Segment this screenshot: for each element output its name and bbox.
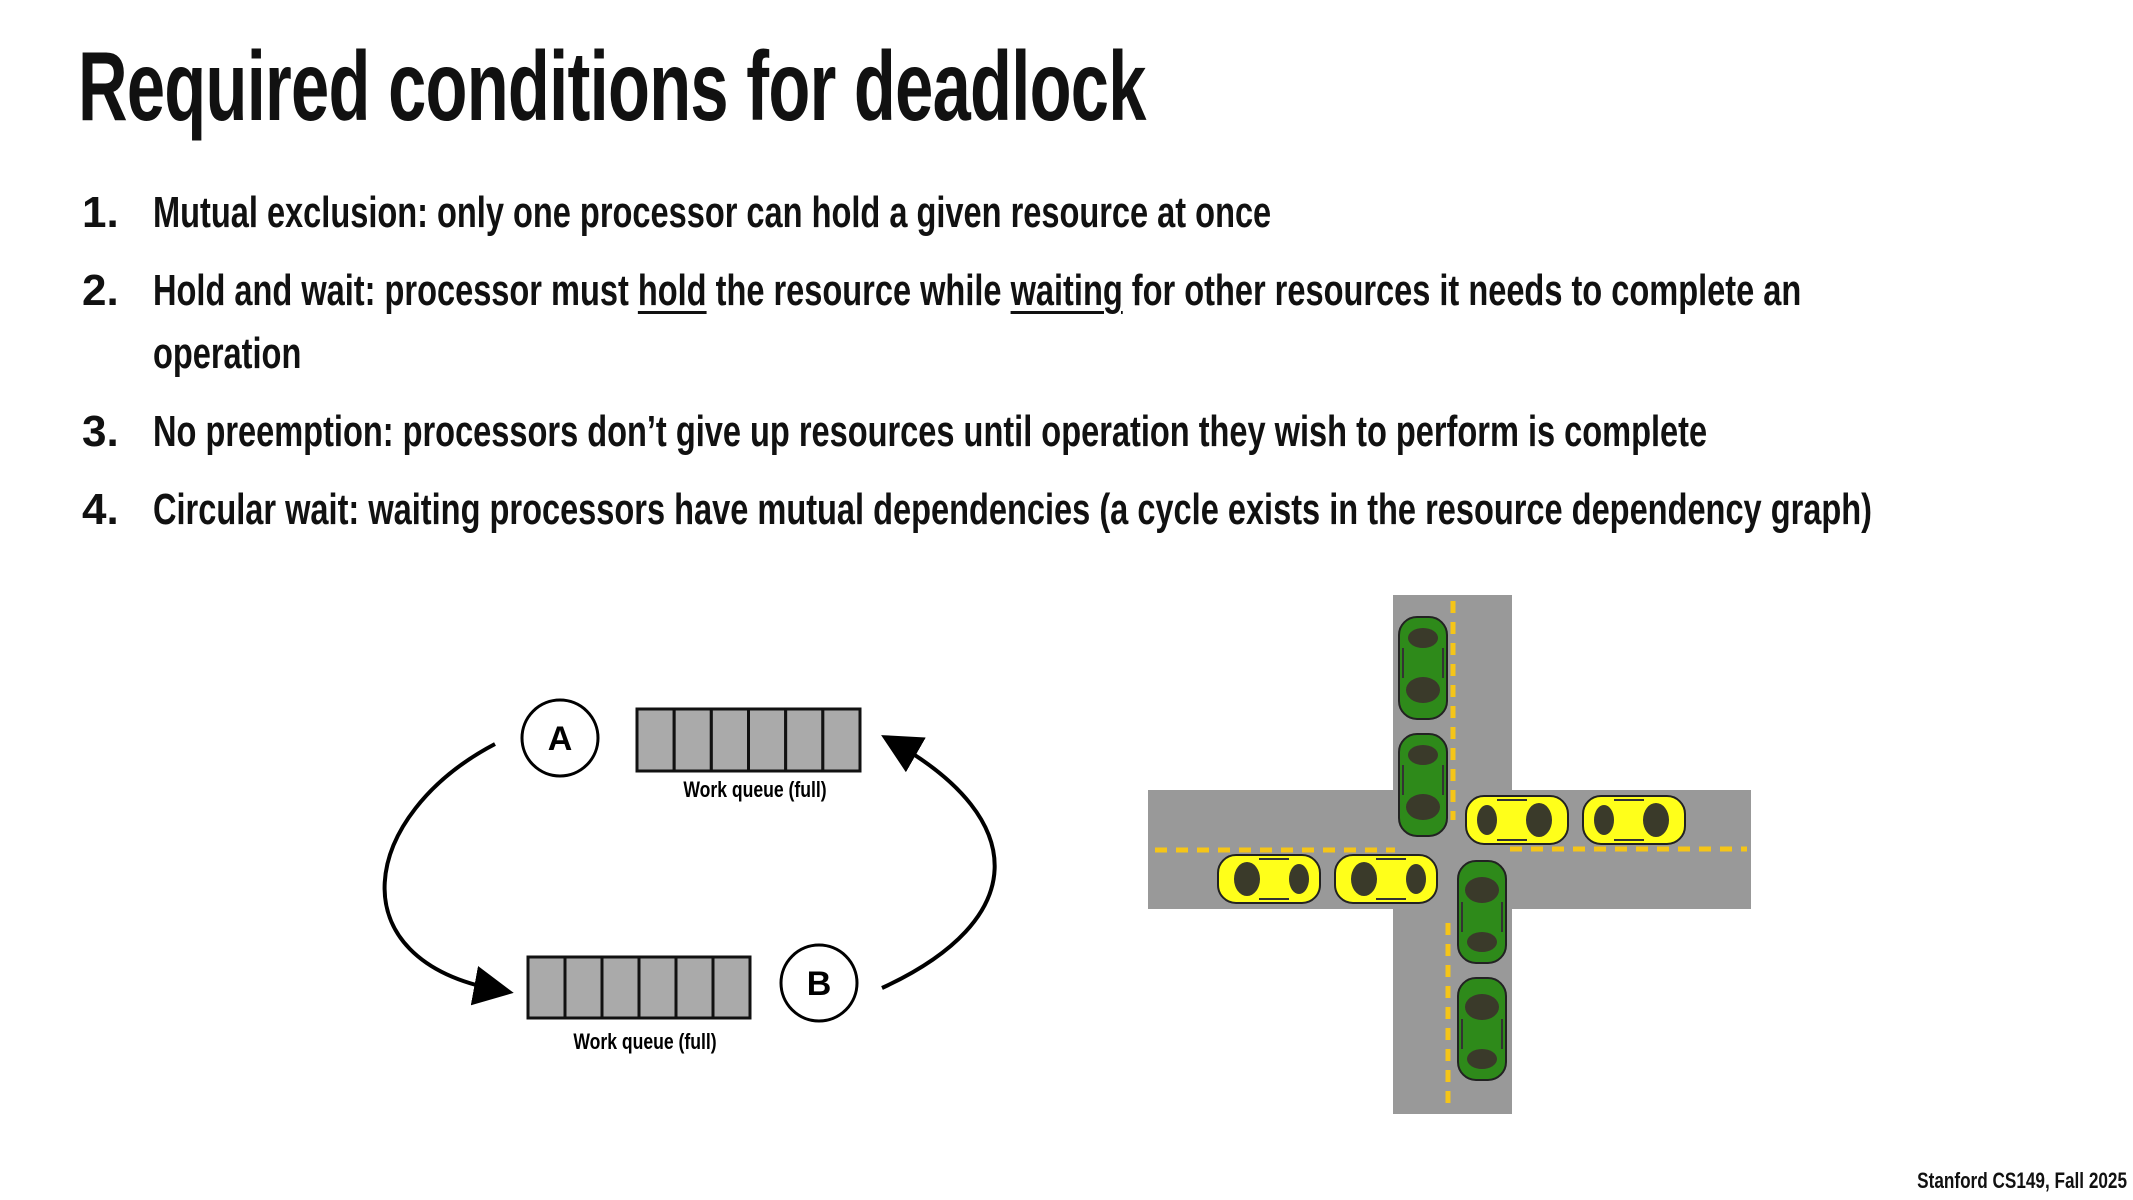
condition-text: Mutual exclusion: only one processor can… (153, 188, 1272, 237)
queue-slot (709, 707, 750, 773)
node-b (779, 943, 859, 1023)
node-b-label: B (807, 965, 832, 1003)
underlined-hold: hold (637, 266, 707, 315)
queue-slot (674, 955, 715, 1020)
yellow-car (1217, 854, 1321, 904)
queue-slot (600, 955, 641, 1020)
yellow-car (1582, 795, 1686, 845)
queue-slot (526, 955, 567, 1020)
condition-number: 2. (82, 266, 119, 315)
yellow-car (1334, 854, 1438, 904)
queue-slot (635, 707, 676, 773)
queue-slot (784, 707, 825, 773)
work-queue-bottom (526, 955, 752, 1020)
footer-credit: Stanford CS149, Fall 2025 (1917, 1168, 2127, 1193)
queue-slot (563, 955, 604, 1020)
arrow-b-to-queue (881, 735, 997, 990)
green-car (1398, 616, 1448, 720)
green-car (1457, 977, 1507, 1081)
yellow-car (1465, 795, 1569, 845)
queue-label-bottom: Work queue (full) (573, 1030, 716, 1054)
condition-number: 4. (82, 485, 119, 534)
work-queue-top (635, 707, 862, 773)
condition-text: No preemption: processors don’t give up … (153, 407, 1708, 456)
queue-slot (747, 707, 788, 773)
arrow-a-to-queue (382, 742, 514, 1006)
queue-label-top: Work queue (full) (683, 778, 826, 802)
condition-number: 1. (82, 188, 119, 237)
condition-number: 3. (82, 407, 119, 456)
queue-slot (637, 955, 678, 1020)
queue-slot (672, 707, 713, 773)
intersection-illustration (1148, 595, 1751, 1114)
condition-text: Circular wait: waiting processors have m… (153, 485, 1873, 534)
queue-slot (821, 707, 862, 773)
lane-markings (1155, 601, 1747, 1107)
condition-text: Hold and wait: processor must hold the r… (153, 266, 1802, 315)
condition-text: operation (153, 329, 302, 378)
node-a-label: A (548, 720, 573, 758)
circular-wait-diagram: A Work queue (full) Work queue (full) B (382, 698, 997, 1055)
green-car (1398, 733, 1448, 837)
underlined-waiting: waiting (1010, 266, 1123, 315)
queue-slot (711, 955, 752, 1020)
node-a (520, 698, 600, 778)
green-car (1457, 860, 1507, 964)
slide-title: Required conditions for deadlock (78, 31, 1146, 141)
